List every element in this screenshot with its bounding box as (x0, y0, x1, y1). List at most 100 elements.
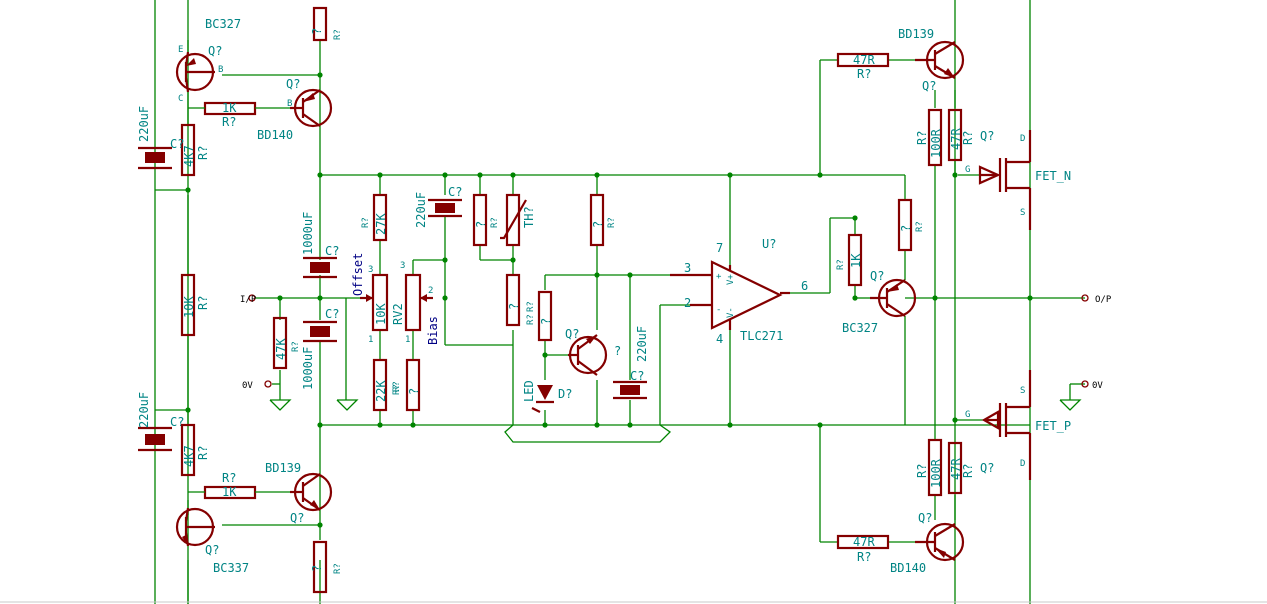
transistor-q-middle (568, 334, 608, 376)
q-bl2-value: BC337 (213, 561, 249, 575)
q-mid-value: ? (614, 344, 621, 358)
fet-n-pin-s: S (1020, 208, 1025, 218)
led-diode (531, 385, 554, 413)
pot-offset-value: 10K (374, 303, 388, 325)
transistor-bd139-bottom (290, 472, 333, 512)
pot-bias-label: Bias (426, 316, 440, 345)
resistor-r18 (836, 52, 890, 68)
pot-offset-pin3: 3 (368, 265, 373, 275)
q-out-bot-value: BD140 (890, 561, 926, 575)
fet-n-pin-d: D (1020, 134, 1025, 144)
opamp-pin4: 4 (716, 332, 723, 346)
opamp-pin2: 2 (684, 296, 691, 310)
r1-ref: R? (333, 29, 343, 40)
r4-ref: R? (196, 296, 210, 310)
fet-n-value: FET_N (1035, 169, 1071, 183)
q-tl-pin-e: E (178, 45, 183, 55)
opamp-tlc271 (670, 260, 790, 330)
ground-symbol-left (269, 399, 292, 411)
thermistor (500, 193, 527, 247)
transistor-bc327-right (870, 278, 917, 318)
resistor-r8 (272, 316, 288, 370)
junction-dots (185, 72, 1033, 528)
fet-n-pin-g: G (965, 165, 970, 175)
r14-value: ? (539, 318, 553, 325)
pot-bias-pin3: 3 (400, 261, 405, 271)
c2-ref: C? (170, 415, 184, 429)
r18-ref: R? (857, 67, 871, 81)
q-bl2-ref: Q? (205, 543, 219, 557)
fet-p-pin-d: D (1020, 459, 1025, 469)
r3-ref: R? (196, 146, 210, 160)
capacitor-c2 (138, 426, 172, 452)
resistor-r9 (372, 193, 388, 242)
pot-bias-pin1: 1 (405, 335, 410, 345)
r9-value: 27K (374, 213, 388, 235)
q-out-top-ref: Q? (922, 79, 936, 93)
c6-ref: C? (630, 369, 644, 383)
r15-ref: R? (607, 217, 617, 228)
q-tl-ref: Q? (208, 44, 222, 58)
ground-symbol-mid (336, 399, 359, 411)
transistor-bc337-bottom-left (175, 507, 215, 547)
capacitor-c1 (138, 146, 172, 170)
opamp-plus: + (716, 272, 722, 282)
c3-ref: C? (325, 244, 339, 258)
q-right-ref: Q? (870, 269, 884, 283)
transistor-bd140-top (290, 88, 333, 128)
fet-p-channel (981, 370, 1032, 480)
gnd-right-label: 0V (1092, 381, 1103, 391)
q-tl-pin-b: B (218, 65, 223, 75)
c6-value: 220uF (635, 326, 649, 362)
r17-value: ? (899, 225, 913, 232)
resistor-r15 (589, 193, 605, 247)
opamp-pin3: 3 (684, 261, 691, 275)
resistor-r20 (927, 108, 943, 167)
transistor-bd139-out (915, 40, 965, 80)
transistor-bc327-top-left (175, 51, 215, 93)
resistor-r4 (180, 273, 196, 337)
r2-ref: R? (222, 115, 236, 129)
q-tl-value: BC327 (205, 17, 241, 31)
ground-symbol-right (1059, 399, 1082, 411)
r16-ref: R? (836, 259, 846, 270)
r21-value: 47R (949, 458, 963, 480)
r13-value: ? (507, 303, 521, 310)
opamp-vplus: V+ (726, 274, 736, 285)
r7-ref: R? (333, 563, 343, 574)
r5-value: 4K7 (182, 445, 196, 467)
gnd-right-terminal (1081, 380, 1089, 388)
c1-value: 220uF (137, 106, 151, 142)
opamp-vminus: V- (726, 307, 736, 318)
gnd-left-label: 0V (242, 381, 253, 391)
r16-value: 1K (849, 253, 863, 268)
c4-ref: C? (325, 307, 339, 321)
r8-value: 47K (274, 338, 288, 360)
q-bl-ref: Q? (290, 511, 304, 525)
q-out-top-value: BD139 (898, 27, 934, 41)
fet-n-channel (978, 130, 1032, 230)
r19-ref: R? (961, 131, 975, 145)
r17-ref: R? (915, 221, 925, 232)
resistor-r11 (405, 358, 421, 412)
potentiometer-offset (360, 273, 389, 332)
r11-value: ? (407, 388, 421, 395)
resistor-r16 (847, 233, 863, 287)
fet-p-ref: Q? (980, 461, 994, 475)
c1-ref: C? (170, 137, 184, 151)
q-tr-pin-b: B (287, 99, 292, 109)
capacitor-c3 (303, 256, 337, 279)
q-out-bot-ref: Q? (918, 511, 932, 525)
r21-ref: R? (961, 464, 975, 478)
resistor-r17 (897, 198, 913, 252)
resistor-r1 (312, 6, 328, 42)
fet-n-ref: Q? (980, 129, 994, 143)
opamp-pin7: 7 (716, 241, 723, 255)
output-terminal (1081, 294, 1089, 302)
fet-p-pin-s: S (1020, 386, 1025, 396)
r10-value: 22K (374, 380, 388, 402)
r11-ref: R? (392, 384, 402, 395)
pot-offset-pin1: 1 (368, 335, 373, 345)
led-value: LED (522, 380, 536, 402)
